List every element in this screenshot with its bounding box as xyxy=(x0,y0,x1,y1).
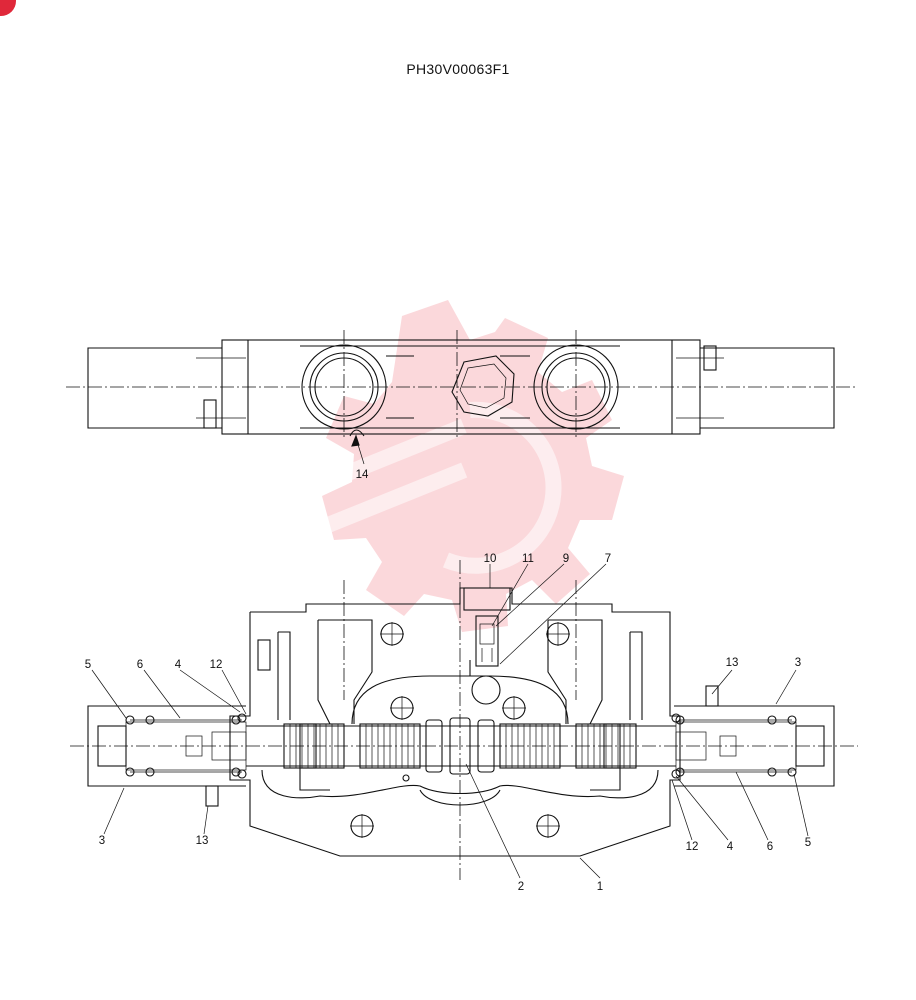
relief-valve xyxy=(463,587,511,667)
callout-4-right: 4 xyxy=(727,841,734,853)
callout-6-left: 6 xyxy=(137,659,143,671)
callout-9: 9 xyxy=(563,553,569,565)
callout-3-left: 3 xyxy=(99,835,105,847)
callout-13-right: 13 xyxy=(726,657,739,669)
spool xyxy=(283,717,637,775)
top-view: 14 xyxy=(66,330,856,481)
callout-1: 1 xyxy=(597,881,603,893)
callout-3-right: 3 xyxy=(795,657,801,669)
callout-10: 10 xyxy=(484,553,497,565)
bolt-holes xyxy=(350,622,570,838)
callout-2: 2 xyxy=(518,881,524,893)
watermark-gear-icon xyxy=(322,300,624,632)
section-view: 10 11 9 7 5 6 4 12 3 13 13 3 12 4 6 5 2 … xyxy=(70,553,858,893)
right-spring xyxy=(671,713,797,779)
callout-7: 7 xyxy=(605,553,611,565)
callout-5-left: 5 xyxy=(85,659,91,671)
callout-13-left: 13 xyxy=(196,835,209,847)
callout-5-right: 5 xyxy=(805,837,811,849)
drawing-code: PH30V00063F1 xyxy=(406,61,510,77)
callout-12-right: 12 xyxy=(686,841,699,853)
callout-4-left: 4 xyxy=(175,659,182,671)
passages xyxy=(261,619,659,806)
callout-12-left: 12 xyxy=(210,659,223,671)
callout-6-right: 6 xyxy=(767,841,773,853)
callout-11: 11 xyxy=(522,553,534,565)
callout-14: 14 xyxy=(356,469,369,481)
callout-leaders xyxy=(91,563,809,879)
left-spring xyxy=(125,713,247,779)
